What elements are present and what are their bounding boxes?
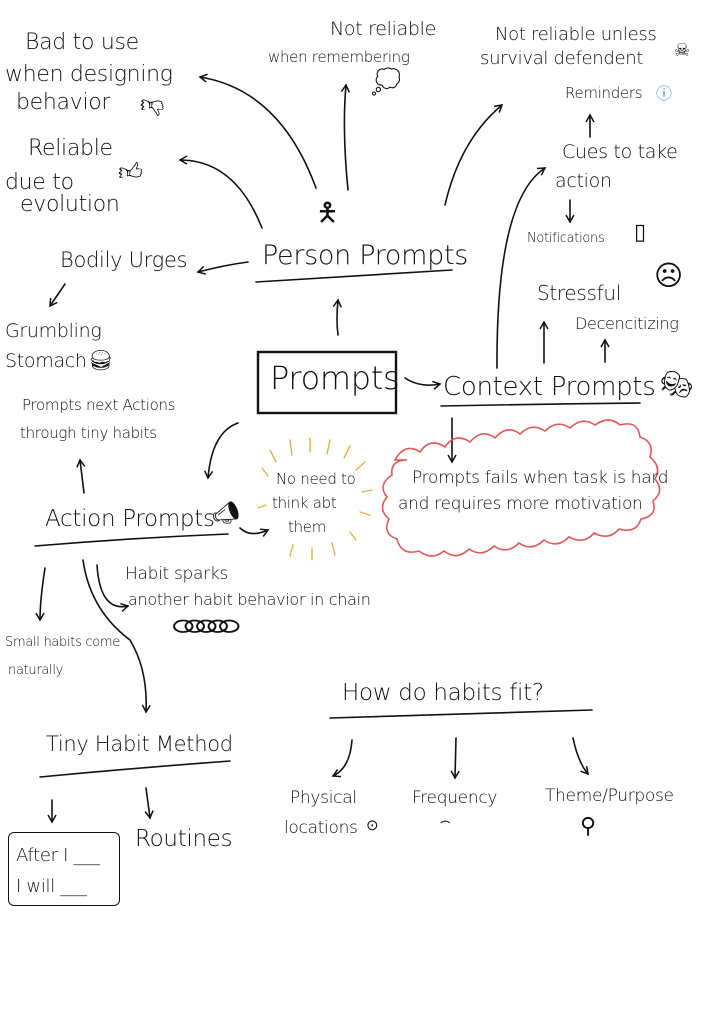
phone-icon: ▯ [634, 220, 646, 245]
stomach-text-2: Stomach [5, 350, 87, 372]
method-underline [39, 760, 231, 778]
prompts-box [256, 350, 398, 415]
after-text: After I ___ [16, 845, 100, 866]
desensitizing-text: Decencitizing [575, 314, 679, 333]
sparks-text-1: Habit sparks [125, 564, 228, 584]
bad-text-1: Bad to use [25, 30, 139, 55]
arrow-prompts-action [203, 422, 239, 480]
person-prompts-label: Person Prompts [262, 240, 469, 271]
arrow-method-routines [144, 787, 154, 820]
theme-text: Theme/Purpose [545, 786, 674, 806]
reliable-text-1: Reliable [28, 136, 113, 161]
notifications-text: Notifications [527, 231, 605, 246]
chain-icon: ⬭⬭⬭⬭⬭ [173, 612, 240, 640]
will-text: I will ___ [16, 876, 87, 897]
arrow-bodily-stomach [49, 283, 66, 308]
small-text-1: Small habits come [5, 635, 120, 650]
location-pin-icon: ⊙ [366, 816, 379, 834]
thumbs-up-icon: 👍︎ [118, 158, 143, 186]
megaphone-icon: 📣︎ [212, 501, 240, 526]
routines-text: Routines [135, 826, 233, 852]
small-text-2: naturally [8, 663, 64, 678]
bad-text-3: behavior [16, 90, 111, 115]
fit-label: How do habits fit? [342, 680, 544, 706]
bodily-urges-text: Bodily Urges [60, 248, 188, 272]
arrow-fit-theme [572, 737, 589, 776]
theater-masks-icon: 🎭︎ [660, 370, 693, 400]
context-prompts-label: Context Prompts [443, 372, 656, 402]
skull-phone-icon: ☠ [674, 40, 690, 61]
reliable-text-3: evolution [20, 192, 120, 217]
fails-text-2: and requires more motivation [398, 494, 643, 514]
burger-icon: 🍔︎ [88, 348, 114, 372]
prompts-title: Prompts [270, 359, 400, 397]
no-need-text-1: No need to [276, 470, 356, 488]
thumbs-down-icon: 👎︎ [140, 90, 165, 118]
arrow-prompts-person [332, 298, 342, 336]
arrow-person-bad [198, 73, 317, 189]
arrow-action-sparks [96, 564, 130, 612]
reliable-text-2: due to [5, 170, 74, 195]
arrow-context-cues [496, 167, 547, 369]
no-need-text-3: them [288, 518, 327, 536]
context-underline [440, 402, 641, 407]
action-prompts-label: Action Prompts [45, 506, 215, 532]
reminders-text: Reminders [565, 84, 643, 102]
frequency-text: Frequency [412, 788, 498, 808]
arrow-action-method [82, 559, 151, 714]
stick-figure-icon: 🯅 [316, 198, 339, 228]
fails-cloud [381, 419, 661, 557]
stressful-text: Stressful [537, 281, 622, 305]
after-will-box [8, 832, 120, 906]
info-icon: ⓘ [656, 84, 672, 103]
burst-lines [257, 437, 373, 561]
arrow-action-small [35, 567, 46, 622]
thought-cloud-icon: 💭︎ [368, 65, 404, 98]
arrow-fit-frequency [450, 737, 460, 780]
survival-text-2: survival defendent [480, 48, 644, 69]
arrow-person-bodily [196, 261, 249, 275]
arrow-person-notreliable [340, 83, 351, 191]
method-label: Tiny Habit Method [46, 732, 233, 756]
not-reliable-text-1: Not reliable [330, 18, 437, 40]
next-text-2: through tiny habits [20, 424, 157, 442]
fit-underline [329, 709, 593, 719]
arrow-person-reliable [178, 155, 263, 229]
no-need-text-2: think abt [272, 494, 337, 512]
magnifier-icon: ⚲ [580, 814, 596, 839]
arrow-action-next [76, 458, 86, 494]
bad-text-2: when designing [5, 62, 173, 87]
fails-text-1: Prompts fails when task is hard [412, 468, 669, 488]
person-underline [255, 269, 453, 283]
arrow-person-survival [444, 104, 504, 206]
next-text-1: Prompts next Actions [22, 396, 176, 414]
arrow-prompts-context [404, 377, 442, 390]
physical-text-1: Physical [290, 788, 357, 808]
survival-text-1: Not reliable unless [495, 24, 657, 45]
physical-text-2: locations [284, 818, 358, 838]
sad-face-icon: ☹ [654, 259, 683, 292]
not-reliable-text-2: when remembering [268, 48, 410, 66]
arrow-fit-physical [331, 739, 353, 778]
arrow-action-nothink [239, 527, 270, 537]
action-underline [34, 533, 229, 547]
cues-text-1: Cues to take [562, 141, 678, 163]
stomach-text-1: Grumbling [5, 320, 102, 342]
cues-text-2: action [555, 170, 612, 192]
sparks-text-2: another habit behavior in chain [128, 590, 371, 609]
